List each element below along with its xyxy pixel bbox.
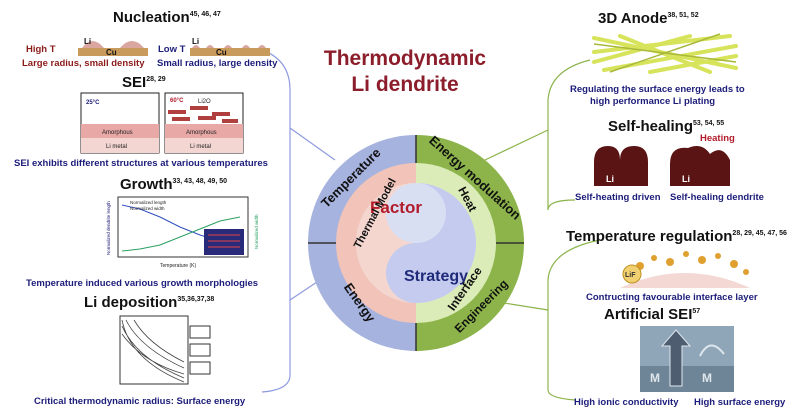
growth-heading: Growth33, 43, 48, 49, 50	[120, 176, 227, 193]
left-bracket-line	[261, 49, 291, 393]
right-bracket-upper	[547, 59, 591, 211]
left-connector-upper	[289, 127, 336, 161]
heating-label: Heating	[700, 133, 735, 144]
li-label-left: Li	[84, 37, 91, 46]
3d-anode-caption-1: Regulating the surface energy leads to	[570, 84, 745, 95]
sei-caption: SEI exhibits different structures at var…	[14, 158, 268, 169]
diagram-title: Thermodynamic Li dendrite	[310, 46, 500, 98]
self-healing-caption-right: Self-healing dendrite	[670, 192, 764, 203]
sei-li-metal-right: Li metal	[190, 144, 211, 150]
nucleation-caption-left: Large radius, small density	[22, 58, 145, 69]
li-deposition-plot	[119, 315, 211, 385]
growth-legend-width: Normalized width	[130, 206, 165, 211]
growth-chart: Normalized length Normalized width Tempe…	[106, 196, 259, 269]
growth-y2-label: Normalized width	[254, 214, 259, 249]
sei-amorphous-right: Amorphous	[186, 130, 217, 136]
cu-label-right: Cu	[216, 48, 227, 57]
sei-heading: SEI28, 29	[122, 74, 166, 91]
temp-regulation-illustration: LiF	[620, 251, 750, 288]
svg-text:M: M	[650, 371, 660, 385]
3d-anode-caption-2: high performance Li plating	[590, 96, 716, 107]
center-circle: Factor Strategy Temperature Thermal Mode…	[308, 133, 524, 351]
title-line-1: Thermodynamic	[323, 47, 487, 70]
nucleation-illustration: Cu Li Cu Li	[78, 37, 270, 57]
growth-legend-length: Normalized length	[130, 200, 167, 205]
healing-li-left: Li	[606, 174, 614, 184]
growth-caption: Temperature induced various growth morph…	[26, 278, 259, 289]
title-line-2: Li dendrite	[351, 73, 459, 96]
low-t-label: Low T	[158, 44, 186, 55]
cu-label-left: Cu	[106, 48, 117, 57]
artificial-sei-caption-right: High surface energy	[694, 397, 786, 408]
growth-x-label: Temperature (K)	[160, 263, 196, 269]
strategy-label: Strategy	[404, 268, 468, 285]
3d-anode-heading: 3D Anode38, 51, 52	[598, 10, 699, 27]
artificial-sei-heading: Artificial SEI57	[604, 306, 701, 323]
artificial-sei-caption-left: High ionic conductivity	[574, 397, 679, 408]
nucleation-caption-right: Small radius, large density	[157, 58, 278, 69]
self-healing-caption-left: Self-heating driven	[575, 192, 661, 203]
sei-illustration: 25°C Amorphous Li metal 60°C Li2O Amorph…	[80, 92, 244, 154]
temp-regulation-heading: Temperature regulation28, 29, 45, 47, 56	[566, 228, 787, 245]
li-label-right: Li	[192, 37, 199, 46]
sei-temp-60: 60°C	[170, 98, 184, 104]
temp-regulation-caption: Contructing favourable interface layer	[586, 292, 758, 303]
nucleation-heading: Nucleation45, 46, 47	[113, 9, 221, 26]
healing-li-right: Li	[682, 174, 690, 184]
right-bracket-lower	[547, 239, 601, 401]
sei-amorphous-left: Amorphous	[102, 130, 133, 136]
sei-li2o: Li2O	[198, 99, 211, 105]
sei-temp-25: 25°C	[86, 100, 100, 106]
right-connector-upper	[484, 129, 549, 161]
lif-label: LiF	[625, 272, 636, 279]
factor-label: Factor	[370, 198, 422, 217]
li-deposition-caption: Critical thermodynamic radius: Surface e…	[34, 396, 246, 407]
high-t-label: High T	[26, 44, 56, 55]
artificial-sei-illustration: M M	[640, 326, 734, 392]
sei-li-metal-left: Li metal	[106, 144, 127, 150]
3d-anode-mesh	[592, 33, 738, 74]
self-healing-illustration: Li Li	[594, 146, 730, 186]
self-healing-heading: Self-healing53, 54, 55	[608, 118, 725, 135]
svg-text:M: M	[702, 371, 712, 385]
growth-y-label: Normalized dendrite length	[106, 201, 111, 255]
yin-yang-cool	[386, 183, 476, 303]
li-deposition-heading: Li deposition35,36,37,38	[84, 294, 215, 311]
